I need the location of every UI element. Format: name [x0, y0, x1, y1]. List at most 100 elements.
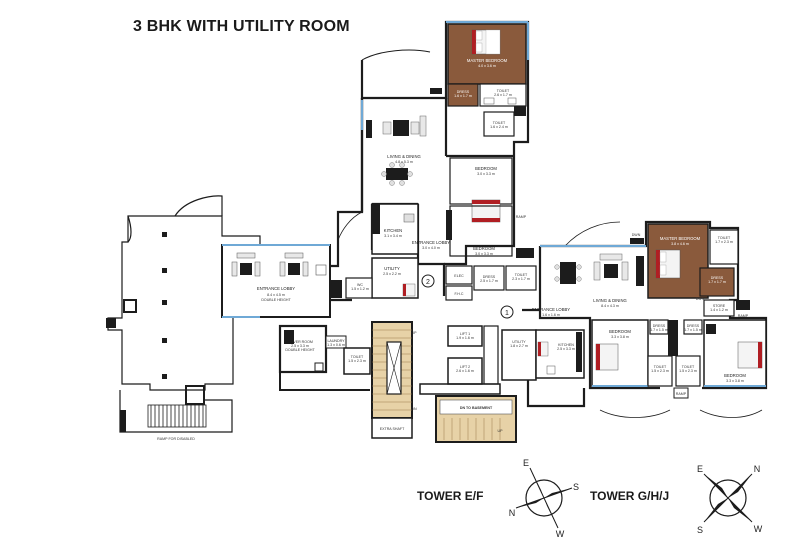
entrance-lobby-2-name: ENTRANCE LOBBY	[532, 307, 570, 312]
compass-1-s: S	[573, 482, 579, 492]
toilet-7-size: 1.5 x 2.3 m	[679, 369, 697, 373]
toilet-3-size: 2.3 x 1.7 m	[512, 277, 530, 281]
driver-room-note: DOUBLE HEIGHT	[285, 348, 315, 352]
bed-4	[737, 341, 763, 369]
compass-1-e: E	[523, 458, 529, 468]
toilet-1-name: TOILET	[497, 89, 510, 93]
dress-5-name: DRESS	[687, 324, 700, 328]
toilet-4-name: TOILET	[351, 355, 364, 359]
store-name: STORE	[713, 304, 726, 308]
utility-1-name: UTILITY	[384, 266, 400, 271]
toilet-2-size: 1.6 x 2.4 m	[490, 125, 508, 129]
dress-4-size: 1.7 x 1.5 m	[650, 328, 668, 332]
ramp-hatch	[147, 404, 207, 428]
lift-1-size: 1.9 x 1.6 m	[456, 336, 474, 340]
flat-left-walls	[330, 20, 530, 302]
compass-2: E N S W	[697, 464, 763, 535]
compass-1: E S N W	[509, 458, 579, 538]
living-dining-1-furniture	[366, 115, 427, 186]
kitchen-2-name: KITCHEN	[558, 343, 574, 347]
dwn-label-1: DWN	[632, 233, 641, 237]
master-bedroom-2-size: 3.8 x 4.6 m	[671, 242, 689, 246]
dn-basement-label: DN TO BASEMENT	[460, 406, 493, 410]
dress-3-size: 1.7 x 1.7 m	[708, 280, 726, 284]
toilet-2-name: TOILET	[493, 121, 506, 125]
utility-2-size: 1.8 x 2.7 m	[510, 344, 528, 348]
entrance-lobby-2-size: 1.6 x 1.6 m	[542, 313, 560, 317]
store-size: 1.4 x 1.2 m	[710, 308, 728, 312]
toilet-6-size: 1.5 x 2.3 m	[651, 369, 669, 373]
toilet-7-name: TOILET	[682, 365, 695, 369]
stair-up-label: UP	[412, 331, 418, 335]
ramp-label-1: RAMP	[516, 215, 527, 219]
entrance-lobby-1-size: 3.0 x 4.0 m	[422, 246, 440, 250]
basement-up-label: UP	[498, 429, 504, 433]
toilet-6-name: TOILET	[654, 365, 667, 369]
living-dining-2-size: 8.4 x 4.3 m	[601, 304, 619, 308]
laundry-name: LAUNDRY	[327, 339, 345, 343]
bedroom-2-name: BEDROOM	[473, 246, 495, 251]
master-bedroom-1-size: 4.0 x 3.6 m	[478, 64, 496, 68]
kitchen-1-size: 3.1 x 3.4 m	[384, 234, 402, 238]
page-title: 3 BHK WITH UTILITY ROOM	[133, 18, 350, 35]
toilet-4-size: 1.5 x 2.3 m	[348, 359, 366, 363]
bedroom-1-size: 3.0 x 3.3 m	[477, 172, 495, 176]
master-bedroom-2-name: MASTER BEDROOM	[660, 236, 701, 241]
tower-ghj-label: TOWER G/H/J	[590, 489, 670, 503]
marker-1	[500, 305, 514, 319]
extra-shaft-label: EXTRA SHAFT	[380, 427, 405, 431]
dress-1-size: 1.6 x 1.7 m	[454, 94, 472, 98]
entrance-lobby-big-name: ENTRANCE LOBBY	[257, 286, 295, 291]
marker-2-label: 2	[426, 279, 430, 286]
compass-1-w: W	[556, 529, 565, 538]
bedroom-3-name: BEDROOM	[609, 329, 631, 334]
compass-2-s: S	[697, 525, 703, 535]
utility-1-size: 2.5 x 2.2 m	[383, 272, 401, 276]
kitchen-1-name: KITCHEN	[384, 228, 402, 233]
wc-1-size: 1.5 x 1.2 m	[351, 287, 369, 291]
bedroom-4-size: 3.3 x 3.8 m	[726, 379, 744, 383]
laundry-size: 1.3 x 0.6 m	[327, 343, 345, 347]
lift-1-name: LIFT 1	[460, 332, 470, 336]
bed-3	[595, 343, 619, 371]
entrance-lobby-big-note: DOUBLE HEIGHT	[261, 298, 291, 302]
compass-1-n: N	[509, 508, 516, 518]
dress-1-name: DRESS	[457, 90, 470, 94]
toilet-3-name: TOILET	[515, 273, 528, 277]
compass-2-w: W	[754, 524, 763, 534]
marker-1-label: 1	[505, 310, 509, 317]
entrance-lobby-big-size: 8.4 x 4.5 m	[267, 293, 285, 297]
dress-3-name: DRESS	[711, 276, 724, 280]
kitchen-2-size: 2.5 x 3.3 m	[557, 347, 575, 351]
master-bedroom-1-name: MASTER BEDROOM	[467, 58, 508, 63]
bed-1	[471, 199, 501, 223]
wc-1-name: WC	[357, 283, 363, 287]
bedroom-3-size: 3.3 x 3.8 m	[611, 335, 629, 339]
bedroom-4-name: BEDROOM	[724, 373, 746, 378]
driver-room-size: 2.5 x 3.3 m	[291, 344, 309, 348]
tower-ef-label: TOWER E/F	[417, 489, 484, 503]
fhc-label: F.H.C	[455, 292, 464, 296]
toilet-5-name: TOILET	[718, 236, 731, 240]
living-dining-2-furniture	[554, 253, 644, 286]
lift-2-name: LIFT 2	[460, 365, 470, 369]
ramp-label-3: RAMP	[676, 392, 687, 396]
toilet-5-size: 1.7 x 2.3 m	[715, 240, 733, 244]
dress-5-size: 1.7 x 1.5 m	[684, 328, 702, 332]
dwn-label-2: DWN	[696, 297, 705, 301]
entrance-lobby-1-name: ENTRANCE LOBBY	[412, 240, 450, 245]
dress-2-size: 2.5 x 1.7 m	[480, 279, 498, 283]
bedroom-2-size: 3.0 x 3.3 m	[475, 252, 493, 256]
living-dining-2-name: LIVING & DINING	[593, 298, 627, 303]
compass-2-n: N	[754, 464, 761, 474]
bedroom-1-name: BEDROOM	[475, 166, 497, 171]
living-dining-1-size: 4.8 x 5.3 m	[395, 160, 413, 164]
master-bed-2	[655, 249, 681, 279]
driver-room-name: DRIVER ROOM	[287, 340, 313, 344]
master-bed-1	[471, 29, 501, 55]
living-dining-1-name: LIVING & DINING	[387, 154, 421, 159]
utility-2-name: UTILITY	[512, 340, 526, 344]
elec-label: ELEC	[454, 274, 464, 278]
dress-4-name: DRESS	[653, 324, 666, 328]
